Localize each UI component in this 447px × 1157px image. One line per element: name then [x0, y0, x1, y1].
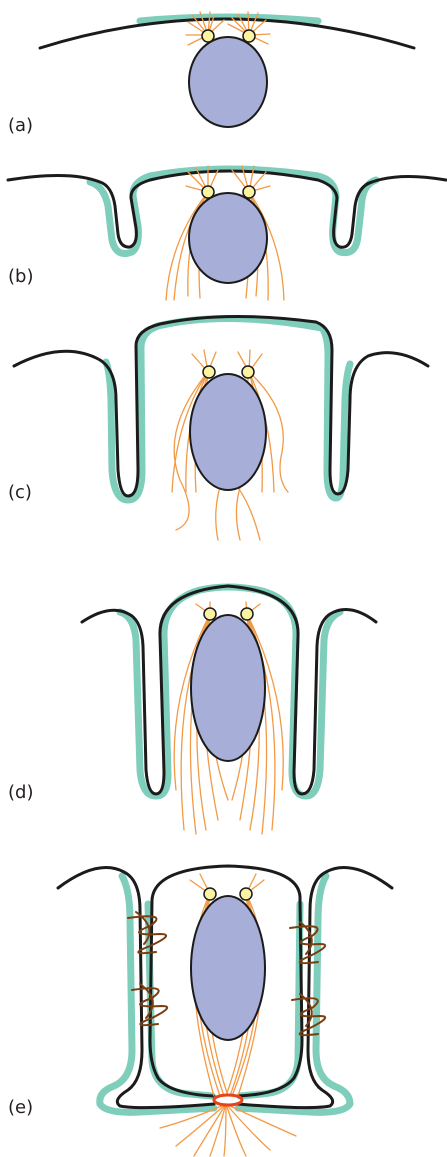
cell-membrane	[58, 868, 214, 1108]
centriole-left	[202, 30, 214, 42]
panel-label-e: (e)	[8, 1097, 33, 1118]
nucleus	[191, 896, 265, 1040]
centriole-left	[204, 888, 216, 900]
panel-label-c: (c)	[8, 482, 32, 503]
panel-label-a: (a)	[8, 115, 33, 136]
panel-b: (b)	[8, 166, 446, 300]
centriole-right	[242, 366, 254, 378]
nucleus	[190, 374, 266, 490]
panel-e: (e)	[8, 866, 392, 1156]
nucleus	[191, 615, 265, 761]
nucleus	[189, 193, 267, 283]
centriole-right	[241, 608, 253, 620]
centriole-right	[243, 186, 255, 198]
centriole-left	[203, 366, 215, 378]
panel-d: (d)	[8, 586, 376, 834]
centriole-right	[240, 888, 252, 900]
centriole-left	[204, 608, 216, 620]
centriole-left	[202, 186, 214, 198]
centriole-right	[243, 30, 255, 42]
nucleus	[189, 37, 267, 127]
panel-label-b: (b)	[8, 266, 33, 287]
panel-c: (c)	[8, 316, 428, 540]
contractile-ring	[214, 1095, 242, 1105]
panel-a: (a)	[8, 12, 414, 136]
panel-label-d: (d)	[8, 782, 33, 803]
